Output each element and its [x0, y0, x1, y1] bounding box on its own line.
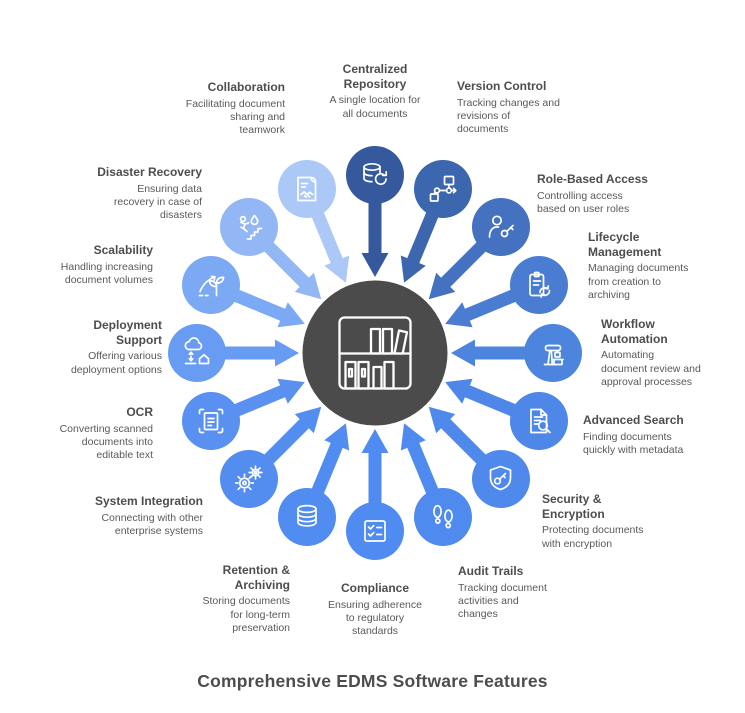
- node-audit-trails: [414, 488, 472, 546]
- node-compliance: [346, 502, 404, 560]
- feature-title: Collaboration: [207, 80, 285, 94]
- node-version-control: [414, 160, 472, 218]
- feature-title: Compliance: [340, 581, 409, 595]
- feature-description: Controlling access based on user roles: [537, 189, 630, 215]
- node-collaboration: [278, 160, 336, 218]
- feature-description: Ensuring adherence to regulatory standar…: [328, 598, 422, 638]
- feature-title: System Integration: [94, 494, 203, 508]
- node-disaster-recovery: [220, 198, 278, 256]
- node-deployment-support: [168, 324, 226, 382]
- label-role-based-access: Role-Based Access Controlling access bas…: [537, 172, 677, 216]
- feature-description: Finding documents quickly with metadata: [583, 430, 684, 456]
- feature-title: Lifecycle Management: [588, 230, 662, 259]
- node-role-based-access: [472, 198, 530, 256]
- arrow-scalability: [231, 288, 305, 328]
- label-workflow-automation: Workflow Automation Automating document …: [601, 317, 739, 389]
- feature-description: Tracking document activities and changes: [458, 581, 547, 621]
- label-disaster-recovery: Disaster Recovery Ensuring data recovery…: [60, 165, 202, 223]
- arrow-ocr: [231, 378, 305, 418]
- diagram-title: Comprehensive EDMS Software Features: [197, 671, 548, 691]
- user-key-icon: [488, 215, 514, 238]
- bookshelf-icon: [338, 316, 412, 390]
- label-system-integration: System Integration Connecting with other…: [60, 494, 203, 538]
- feature-description: Offering various deployment options: [70, 350, 162, 376]
- feature-title: Centralized Repository: [342, 62, 408, 91]
- feature-title: Role-Based Access: [537, 172, 648, 186]
- feature-title: Disaster Recovery: [97, 165, 202, 179]
- arrow-compliance: [361, 429, 389, 506]
- flowchart-icon: [429, 175, 457, 202]
- label-scalability: Scalability Handling increasing document…: [21, 243, 153, 287]
- feature-title: Advanced Search: [583, 413, 684, 427]
- label-collaboration: Collaboration Facilitating document shar…: [143, 80, 285, 138]
- database-sync-icon: [363, 162, 388, 185]
- feature-title: Retention & Archiving: [222, 563, 290, 592]
- cloud-house-icon: [184, 337, 210, 365]
- feature-description: Storing documents for long-term preserva…: [202, 595, 290, 634]
- document-magnifier-icon: [530, 408, 551, 434]
- label-ocr: OCR Converting scanned documents into ed…: [33, 405, 153, 463]
- handshake-document-icon: [297, 176, 317, 202]
- feature-description: Managing documents from creation to arch…: [588, 262, 689, 301]
- label-audit-trails: Audit Trails Tracking document activitie…: [458, 564, 578, 622]
- feature-title: Workflow Automation: [601, 317, 668, 346]
- feature-description: Facilitating document sharing and teamwo…: [185, 97, 285, 137]
- arrow-collaboration: [310, 209, 350, 283]
- feature-description: Automating document review and approval …: [601, 349, 701, 388]
- node-centralized-repository: [346, 146, 404, 204]
- footprints-icon: [433, 504, 453, 529]
- feature-description: Protecting documents with encryption: [542, 524, 644, 550]
- node-ocr: [182, 392, 240, 450]
- arrow-audit-trails: [400, 423, 440, 497]
- feature-description: Handling increasing document volumes: [60, 260, 153, 286]
- feature-title: OCR: [126, 405, 153, 419]
- label-centralized-repository: Centralized Repository A single location…: [305, 62, 445, 121]
- arrow-retention-archiving: [310, 423, 350, 497]
- node-workflow-automation: [524, 324, 582, 382]
- arrow-version-control: [400, 209, 440, 283]
- feature-title: Scalability: [93, 243, 153, 257]
- feature-title: Version Control: [457, 79, 547, 93]
- label-version-control: Version Control Tracking changes and rev…: [457, 79, 587, 137]
- feature-description: Tracking changes and revisions of docume…: [457, 96, 560, 136]
- feature-title: Security & Encryption: [542, 492, 605, 521]
- feature-description: Ensuring data recovery in case of disast…: [113, 182, 202, 222]
- feature-description: Converting scanned documents into editab…: [59, 422, 153, 462]
- arrow-advanced-search: [445, 378, 519, 418]
- arrow-deployment-support: [222, 339, 299, 367]
- arrow-lifecycle-management: [445, 288, 519, 328]
- shield-key-icon: [489, 465, 512, 491]
- growth-plant-icon: [198, 275, 225, 297]
- checklist-icon: [364, 520, 386, 542]
- escape-stairs-icon: [239, 214, 263, 240]
- label-retention-archiving: Retention & Archiving Storing documents …: [157, 563, 290, 635]
- robot-arm-icon: [543, 344, 564, 366]
- feature-title: Deployment Support: [93, 318, 162, 347]
- clipboard-cycle-icon: [529, 271, 551, 298]
- arrow-disaster-recovery: [262, 240, 322, 300]
- database-stack-icon: [297, 504, 317, 527]
- gears-icon: [234, 465, 263, 493]
- feature-title: Audit Trails: [458, 564, 524, 578]
- label-deployment-support: Deployment Support Offering various depl…: [20, 318, 162, 377]
- feature-description: A single location for all documents: [329, 94, 421, 120]
- scan-document-icon: [198, 408, 224, 434]
- arrow-security-encryption: [428, 406, 488, 466]
- arrow-workflow-automation: [451, 339, 528, 367]
- arrow-system-integration: [262, 406, 322, 466]
- label-security-encryption: Security & Encryption Protecting documen…: [542, 492, 687, 551]
- feature-description: Connecting with other enterprise systems: [101, 511, 203, 537]
- label-lifecycle-management: Lifecycle Management Managing documents …: [588, 230, 728, 302]
- arrow-role-based-access: [428, 240, 488, 300]
- label-advanced-search: Advanced Search Finding documents quickl…: [583, 413, 723, 457]
- label-compliance: Compliance Ensuring adherence to regulat…: [305, 581, 445, 639]
- arrow-centralized-repository: [361, 200, 389, 277]
